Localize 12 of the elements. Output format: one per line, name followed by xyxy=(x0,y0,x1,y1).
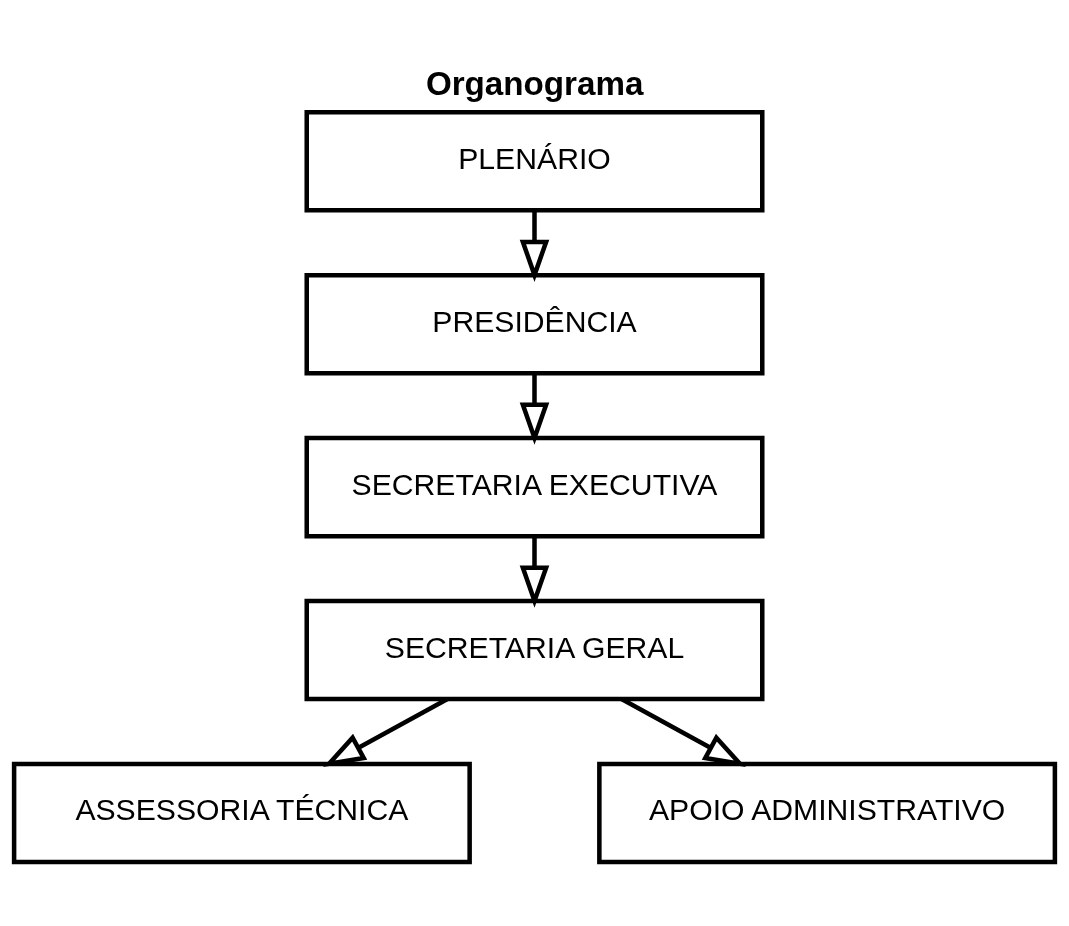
node-box: SECRETARIA GERAL xyxy=(304,598,765,702)
arrow xyxy=(519,210,550,282)
node-box: PLENÁRIO xyxy=(304,110,765,213)
arrow xyxy=(519,373,550,445)
arrow xyxy=(519,536,550,608)
node-box: PRESIDÊNCIA xyxy=(304,272,765,376)
node-box: ASSESSORIA TÉCNICA xyxy=(11,761,472,865)
node-box: APOIO ADMINISTRATIVO xyxy=(597,761,1058,865)
arrow xyxy=(620,697,746,768)
node-box: SECRETARIA EXECUTIVA xyxy=(304,435,765,539)
arrow xyxy=(323,697,449,768)
diagram-title: Organograma xyxy=(425,65,644,103)
